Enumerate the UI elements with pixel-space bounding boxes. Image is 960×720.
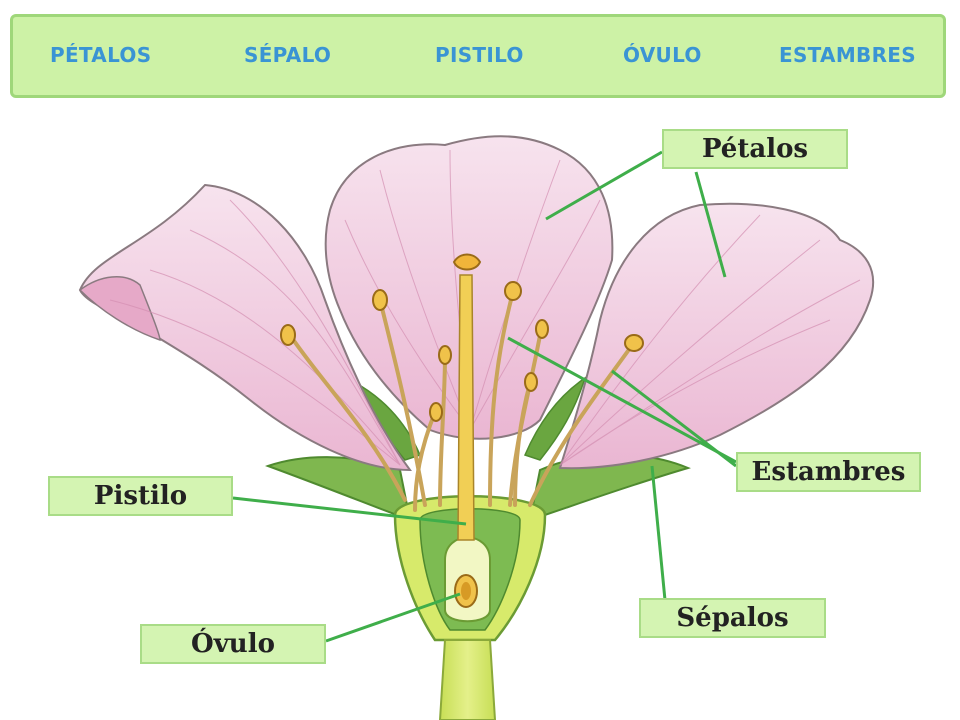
leader-lines <box>232 150 737 643</box>
label-estambres: Estambres <box>736 452 921 492</box>
leader-pistilo <box>232 496 467 526</box>
petal-left-fold <box>78 276 161 342</box>
label-ovulo: Óvulo <box>140 624 326 664</box>
petal-right <box>558 202 875 470</box>
word-ovulo: ÓVULO <box>623 43 702 67</box>
pistil-stigma <box>452 253 482 271</box>
pistil-style <box>457 274 475 541</box>
leader-petalos-a <box>545 150 663 221</box>
word-sepalo: SÉPALO <box>244 43 332 67</box>
label-sepalos: Sépalos <box>639 598 826 638</box>
leader-ovulo <box>325 592 461 643</box>
label-petalos: Pétalos <box>662 129 848 169</box>
word-estambres: ESTAMBRES <box>779 43 916 67</box>
leader-estambres-b <box>611 369 737 468</box>
word-bank: PÉTALOS SÉPALO PISTILO ÓVULO ESTAMBRES <box>10 14 946 98</box>
anthers <box>280 281 644 422</box>
label-pistilo: Pistilo <box>48 476 233 516</box>
leader-sepalos <box>650 465 667 601</box>
stamens <box>288 290 635 512</box>
leader-estambres-a <box>507 336 737 464</box>
word-pistilo: PISTILO <box>435 43 524 67</box>
petal-veins <box>109 149 861 466</box>
word-petalos: PÉTALOS <box>50 43 152 67</box>
leader-petalos-b <box>694 171 727 278</box>
sepal-inner-right <box>523 376 587 461</box>
stem <box>438 639 497 720</box>
